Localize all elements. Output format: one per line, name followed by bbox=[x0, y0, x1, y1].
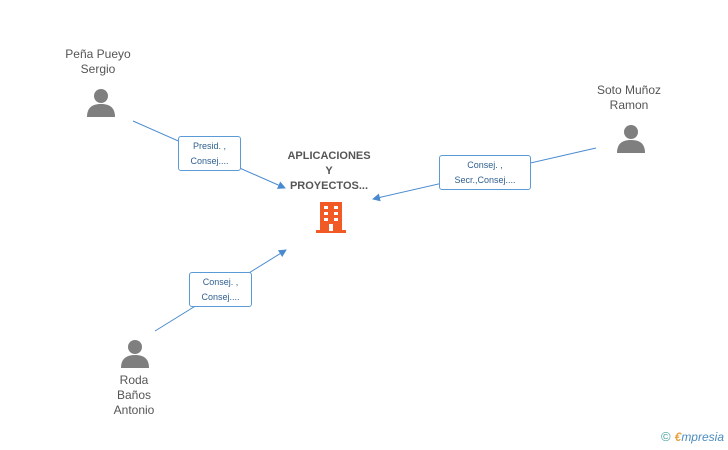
person-icon[interactable] bbox=[86, 88, 116, 118]
copyright-symbol: © bbox=[661, 429, 671, 444]
role-label-soto[interactable]: Consej. , Secr.,Consej.... bbox=[439, 155, 531, 190]
role-line: Consej. , bbox=[467, 160, 503, 170]
role-line: Consej. , bbox=[202, 277, 239, 287]
brand-e-mark: € bbox=[674, 430, 682, 444]
person-name-pena-pueyo-sergio[interactable]: Peña Pueyo Sergio bbox=[65, 47, 131, 76]
empresia-logo[interactable]: ©€mpresia bbox=[661, 429, 724, 444]
role-label-roda[interactable]: Consej. , Consej.... bbox=[189, 272, 252, 307]
brand-name: mpresia bbox=[681, 430, 724, 444]
person-name-roda-banos-antonio[interactable]: Roda Baños Antonio bbox=[113, 373, 155, 417]
person-icon[interactable] bbox=[120, 339, 150, 369]
role-line: Consej.... bbox=[190, 156, 229, 166]
person-name-soto-munoz-ramon[interactable]: Soto Muñoz Ramon bbox=[596, 83, 662, 112]
role-label-pena[interactable]: Presid. , Consej.... bbox=[178, 136, 241, 171]
role-line: Consej.... bbox=[201, 292, 240, 302]
person-icon[interactable] bbox=[616, 124, 646, 154]
role-line: Secr.,Consej.... bbox=[454, 175, 516, 185]
role-line: Presid. , bbox=[192, 141, 226, 151]
company-name[interactable]: APLICACIONES Y PROYECTOS... bbox=[287, 150, 371, 192]
building-icon[interactable] bbox=[315, 200, 347, 234]
